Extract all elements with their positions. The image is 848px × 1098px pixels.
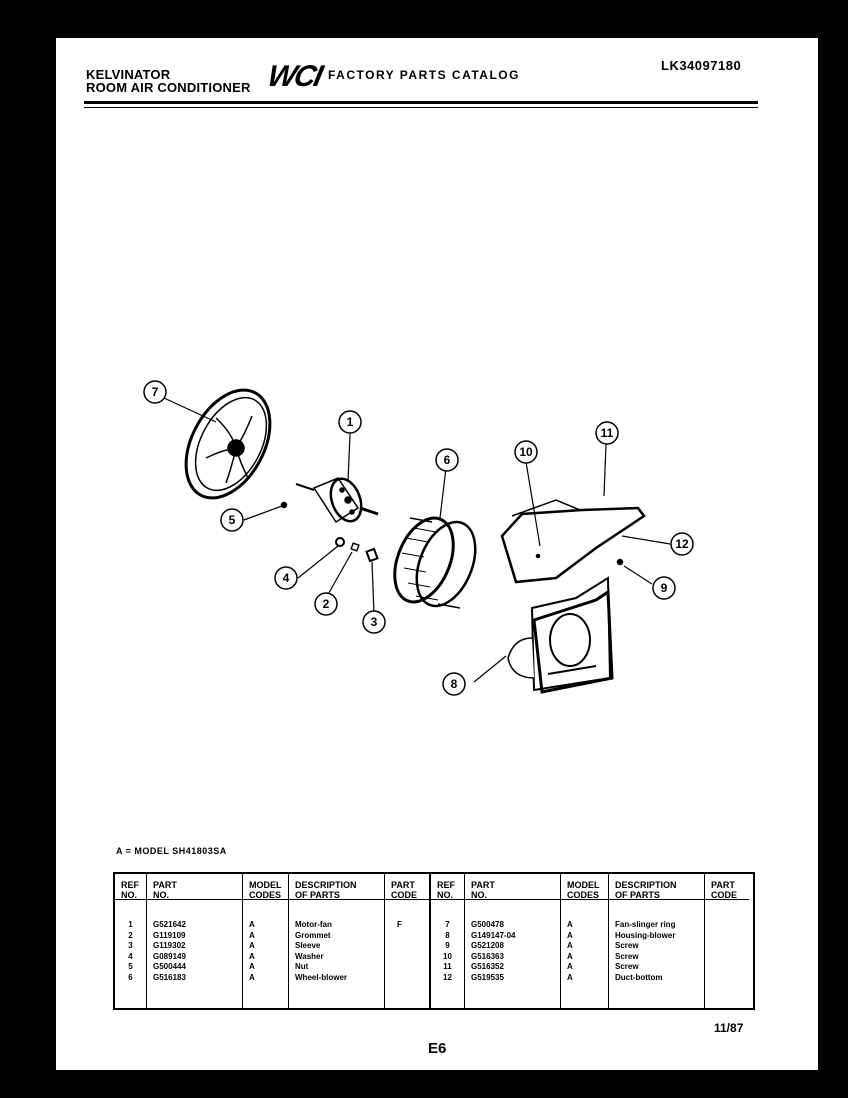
callout-label: 2 — [323, 597, 330, 611]
catalog-code: LK34097180 — [661, 58, 742, 73]
callout-label: 6 — [444, 453, 451, 467]
brand-name: KELVINATOR — [86, 67, 171, 82]
callout-labels: 7 1 6 10 11 5 12 4 2 3 9 8 — [152, 385, 689, 691]
header-rule — [84, 101, 758, 104]
callout-label: 1 — [347, 415, 354, 429]
wheel-blower — [393, 516, 477, 609]
washer-part — [335, 537, 345, 547]
housing-blower — [507, 576, 614, 694]
callout-label: 9 — [661, 581, 668, 595]
code-values: F — [397, 920, 402, 929]
screw-part — [616, 558, 624, 566]
grommet-part — [350, 542, 360, 552]
callout-label: 8 — [451, 677, 458, 691]
callout-label: 11 — [601, 426, 614, 440]
callout-label: 7 — [152, 385, 159, 399]
callout-label: 12 — [675, 537, 689, 551]
duct-bottom — [500, 499, 646, 584]
callout-label: 5 — [229, 513, 236, 527]
model-note: A = MODEL SH41803SA — [116, 846, 227, 856]
callout-label: 3 — [371, 615, 378, 629]
fan-slinger-ring — [184, 388, 272, 500]
catalog-date: 11/87 — [714, 1021, 744, 1035]
callout-circles — [143, 380, 694, 696]
exploded-parts-diagram: 7 1 6 10 11 5 12 4 2 3 9 8 — [143, 380, 694, 696]
catalog-title: FACTORY PARTS CATALOG — [328, 68, 520, 82]
page-number: E6 — [428, 1040, 447, 1057]
callout-label: 4 — [283, 571, 290, 585]
motor-fan — [295, 477, 379, 524]
nut-part — [280, 501, 288, 509]
sleeve-part — [365, 547, 379, 563]
callout-label: 10 — [519, 445, 533, 459]
catalog-sheet: KELVINATOR ROOM AIR CONDITIONER WCI FACT… — [56, 38, 818, 1070]
brand-block: KELVINATOR ROOM AIR CONDITIONER — [86, 68, 251, 94]
header-rule-thin — [84, 107, 758, 108]
leader-lines — [163, 397, 671, 683]
product-line: ROOM AIR CONDITIONER — [86, 80, 251, 95]
code-values — [705, 900, 749, 920]
